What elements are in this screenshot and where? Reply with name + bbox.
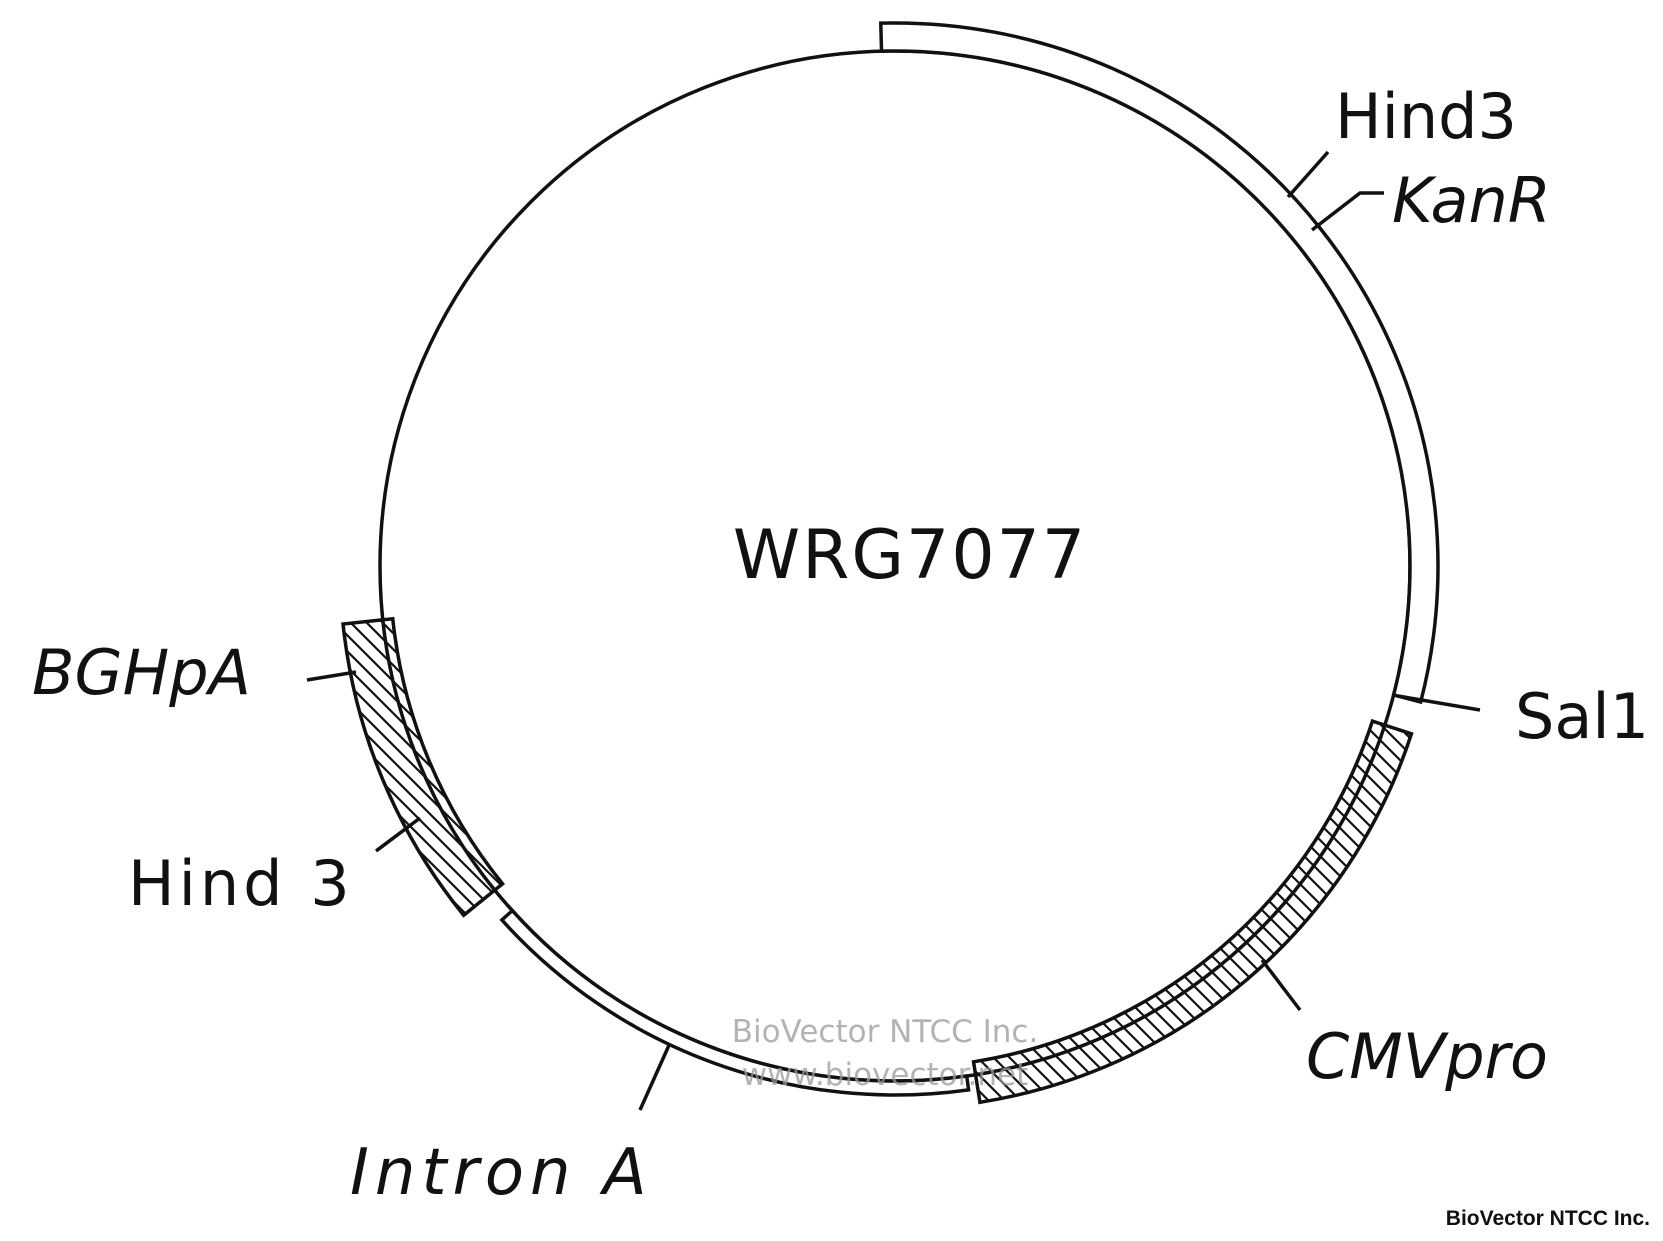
feature-label-bghpa: BGHpA (32, 636, 251, 709)
feature-tick-cmvpro (1260, 958, 1302, 1012)
plasmid-name: WRG7077 (733, 516, 1087, 595)
site-tick-hind3-top (1286, 150, 1330, 199)
watermark-line-1: BioVector NTCC Inc. (732, 1014, 1039, 1050)
feature-tick-intron-a (638, 1042, 672, 1111)
feature-arc-bghpa (341, 616, 506, 918)
site-tick-sal1 (1397, 694, 1481, 712)
site-label-hind3-top: Hind3 (1335, 80, 1517, 153)
feature-label-intron-a: Intron A (350, 1136, 653, 1210)
feature-tick-kanr (1310, 191, 1384, 232)
feature-tick-bghpa (306, 670, 357, 682)
feature-label-cmvpro: CMVpro (1306, 1020, 1548, 1093)
watermark-line-2: www.biovector.net (742, 1057, 1029, 1093)
credit-text: BioVector NTCC Inc. (1446, 1207, 1650, 1230)
feature-arc-intron-a (499, 908, 971, 1097)
site-label-hind3-left: Hind 3 (128, 847, 354, 920)
site-tick-hind3-left (374, 816, 422, 853)
feature-label-kanr: KanR (1392, 164, 1551, 237)
feature-arc-cmvpro (971, 718, 1414, 1105)
site-label-sal1: Sal1 (1515, 680, 1649, 753)
